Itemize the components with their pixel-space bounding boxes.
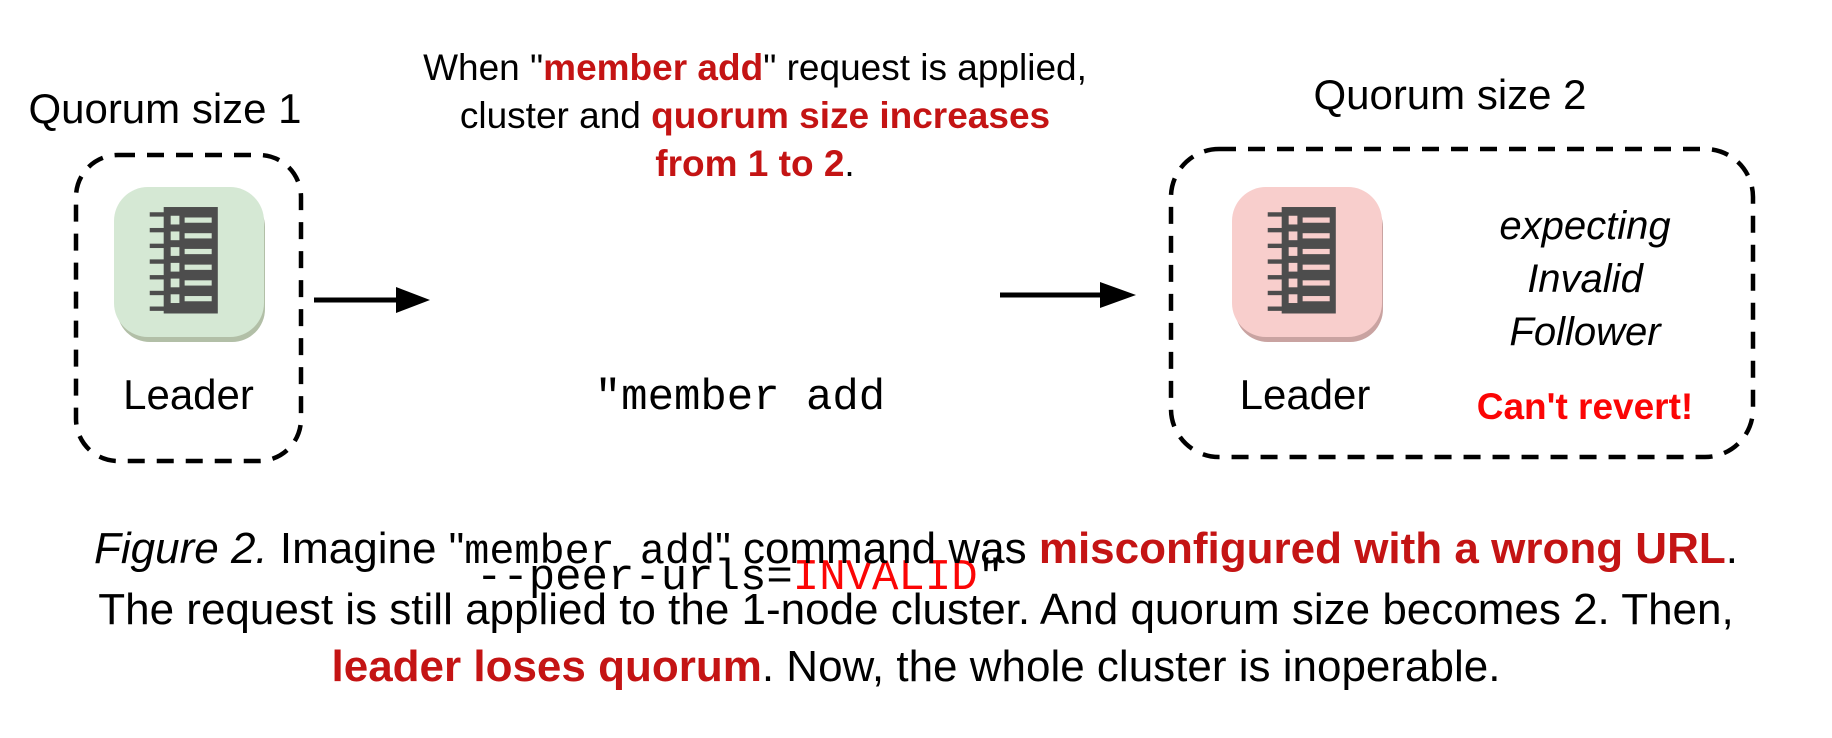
command-invalid-value: INVALID <box>792 553 978 603</box>
figure-number: Figure 2. <box>94 524 268 573</box>
expectation-text-block: expecting Invalid Follower <box>1430 200 1740 359</box>
caption-line-2: The request is still applied to the 1-no… <box>0 581 1832 638</box>
leader-node-pink <box>1232 187 1382 337</box>
server-log-icon <box>149 207 218 314</box>
left-leader-label: Leader <box>123 371 254 418</box>
expectation-line: Follower <box>1509 310 1661 354</box>
figure-caption: Figure 2. Imagine "member add" command w… <box>0 520 1832 695</box>
right-cluster-boundary <box>1168 146 1756 460</box>
annotation-line-1: When "member add" request is applied, <box>395 44 1115 92</box>
annotation-text: cluster and <box>459 95 652 136</box>
caption-text: . Now, the whole cluster is inoperable. <box>761 642 1501 691</box>
cant-revert-warning: Can't revert! <box>1476 386 1694 427</box>
arrow-right-icon <box>1000 282 1136 308</box>
caption-highlight: leader loses quorum <box>331 642 762 691</box>
annotation-text: When " <box>423 47 544 88</box>
expectation-line: expecting <box>1499 204 1671 248</box>
annotation-highlight: quorum size increases <box>651 95 1051 136</box>
right-cluster-title: Quorum size 2 <box>1313 71 1587 118</box>
caption-text: The request is still applied to the 1-no… <box>98 585 1734 634</box>
caption-command: member add <box>464 528 716 576</box>
annotation-line-2: cluster and quorum size increases <box>395 92 1115 140</box>
caption-text: . <box>1725 524 1738 573</box>
command-flag: --peer-urls= <box>475 553 793 603</box>
left-cluster-boundary <box>73 152 304 464</box>
caption-line-1: Figure 2. Imagine "member add" command w… <box>0 520 1832 581</box>
arrow-right-icon <box>314 287 430 313</box>
command-quote: " <box>977 553 1005 603</box>
annotation-text: " request is applied, <box>763 47 1087 88</box>
annotation-highlight: member add <box>543 47 764 88</box>
expectation-line: Invalid <box>1527 257 1643 301</box>
annotation-highlight: from 1 to 2 <box>655 143 845 184</box>
caption-line-3: leader loses quorum. Now, the whole clus… <box>0 638 1832 695</box>
caption-text: " command was <box>715 524 1039 573</box>
annotation-text-block: When "member add" request is applied, cl… <box>395 44 1115 188</box>
command-line-1: "member add <box>380 368 1100 428</box>
annotation-text: . <box>844 143 855 184</box>
server-log-icon <box>1267 207 1336 314</box>
command-text-block: "member add --peer-urls=INVALID" <box>380 248 1100 728</box>
right-leader-label: Leader <box>1239 371 1371 418</box>
left-cluster-title: Quorum size 1 <box>28 85 302 132</box>
caption-highlight: misconfigured with a wrong URL <box>1038 524 1726 573</box>
leader-node-green <box>114 187 264 337</box>
command-text: "member add <box>594 373 886 423</box>
caption-text: Imagine " <box>267 524 465 573</box>
annotation-line-3: from 1 to 2. <box>395 140 1115 188</box>
command-line-2: --peer-urls=INVALID" <box>380 548 1100 608</box>
